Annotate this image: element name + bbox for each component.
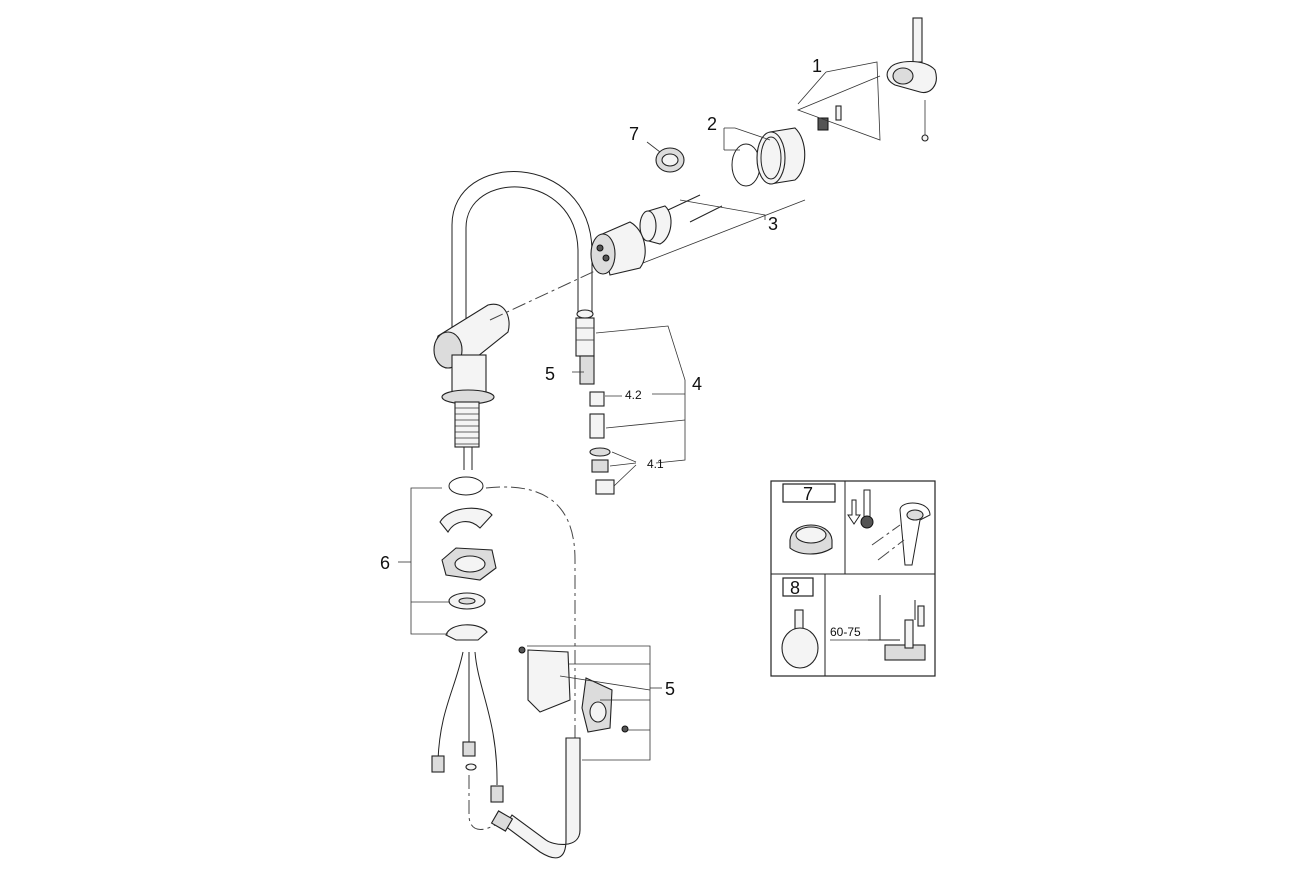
supply-hoses: [431, 651, 504, 830]
inset-dimension-label: 60-75: [830, 625, 861, 639]
label-handle-assembly: 1: [812, 56, 822, 76]
cartridge-cap-and-seal: [723, 127, 806, 187]
label-cartridge-seal: 2: [707, 114, 717, 134]
label-hose-holder-set: 5: [665, 679, 675, 699]
grub-screw: [817, 117, 829, 131]
hose-holder-set: [518, 645, 662, 761]
temperature-limiter-ring: [646, 141, 685, 173]
spray-connector: [572, 317, 595, 385]
cartridge: [590, 221, 646, 276]
inset-panel-temperature: [847, 489, 931, 566]
inset-label-8: 8: [790, 578, 800, 598]
label-aerator-4-1: 4.1: [647, 457, 664, 471]
threaded-shank: [454, 401, 480, 470]
label-temperature-limiter: 7: [629, 124, 639, 144]
label-aerator-set: 4: [692, 374, 702, 394]
label-mounting-set: 6: [380, 553, 390, 573]
inset-panel-8: 8: [781, 577, 819, 669]
handle-assembly: [796, 17, 937, 142]
inset-panel: 7 8 60-75: [770, 480, 936, 677]
pull-out-hose: [485, 486, 581, 859]
label-aerator-4-2: 4.2: [625, 388, 642, 402]
inset-panel-7: 7: [782, 483, 836, 555]
mounting-set: [398, 476, 497, 641]
inset-panel-dimension: 60-75: [830, 595, 926, 661]
aerator-parts: [589, 325, 686, 495]
faucet-body: [433, 171, 641, 470]
label-spray-connector: 5: [545, 364, 555, 384]
label-cartridge-screws: 3: [768, 214, 778, 234]
cartridge-screws: [624, 194, 806, 271]
inset-label-7: 7: [803, 484, 813, 504]
